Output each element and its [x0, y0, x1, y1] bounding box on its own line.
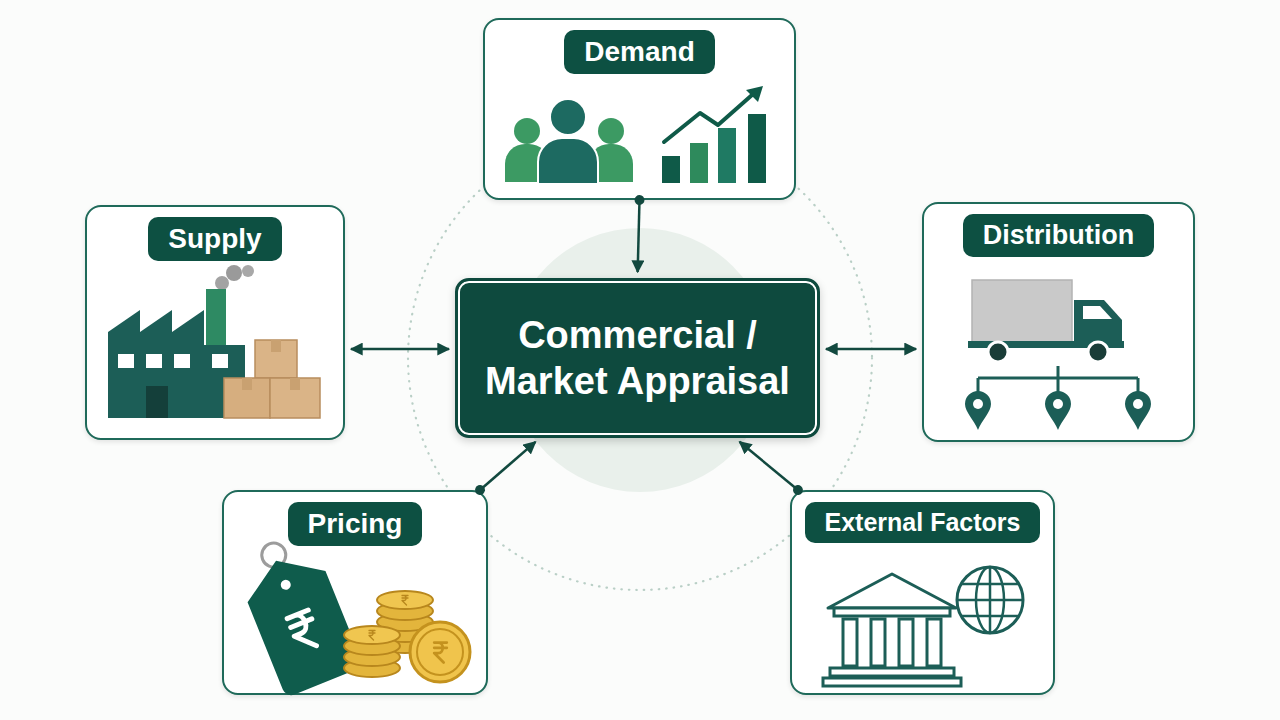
node-heading: Pricing: [288, 502, 423, 546]
category-card: Demand: [483, 18, 796, 200]
connector-arrow: [480, 442, 535, 490]
node-heading: Commercial / Market Appraisal: [476, 312, 799, 405]
connector-arrow: [826, 348, 916, 351]
category-card: External Factors: [790, 490, 1055, 695]
category-card: Supply: [85, 205, 345, 440]
connector-arrow: [638, 200, 640, 272]
category-card: Pricing: [222, 490, 488, 695]
category-card: Distribution: [922, 202, 1195, 442]
node-heading: External Factors: [805, 502, 1041, 543]
connector-arrow: [351, 348, 449, 351]
node-heading: Distribution: [963, 214, 1154, 257]
connector-group: [351, 200, 916, 490]
node-heading: Demand: [564, 30, 714, 74]
central-box: Commercial / Market Appraisal: [455, 278, 820, 438]
node-heading: Supply: [148, 217, 281, 261]
connector-arrow: [740, 442, 798, 490]
